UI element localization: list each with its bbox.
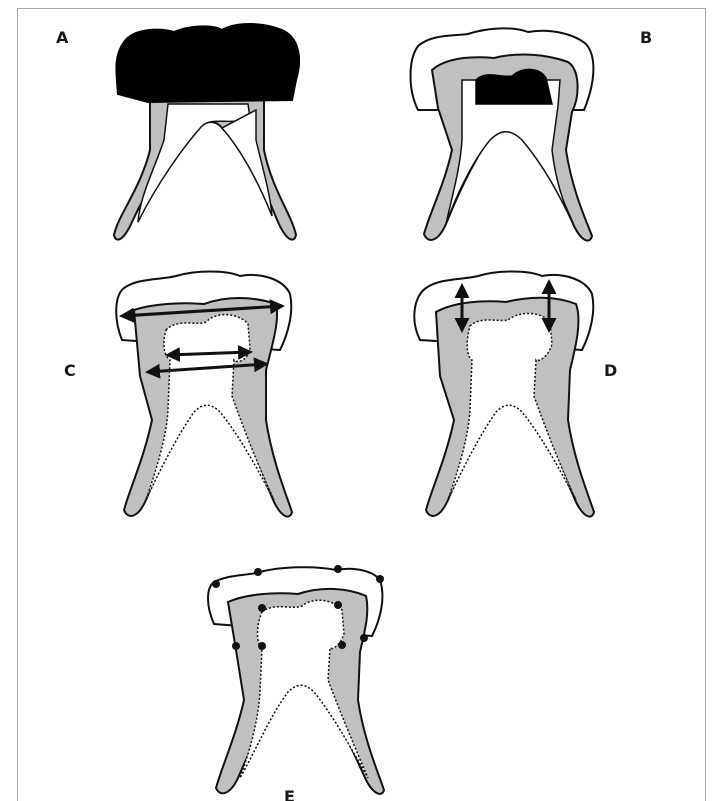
point-e-4 — [376, 575, 384, 583]
panel-label-b: B — [640, 30, 652, 46]
panel-label-d: D — [604, 363, 617, 379]
tooth-a — [114, 24, 299, 240]
point-e-7 — [232, 642, 240, 650]
point-e-2 — [254, 568, 262, 576]
point-e-10 — [360, 634, 368, 642]
point-e-9 — [338, 641, 346, 649]
tooth-b — [411, 28, 594, 240]
tooth-e — [208, 565, 384, 794]
tooth-c — [116, 272, 292, 517]
panel-label-e: E — [284, 789, 295, 801]
point-e-6 — [334, 601, 342, 609]
tooth-b-caries — [476, 69, 552, 104]
tooth-a-caries — [116, 24, 299, 102]
panel-label-c: C — [64, 363, 76, 379]
point-e-5 — [258, 604, 266, 612]
point-e-1 — [212, 580, 220, 588]
panel-label-a: A — [56, 30, 68, 46]
point-e-8 — [258, 642, 266, 650]
point-e-3 — [334, 565, 342, 573]
tooth-d — [414, 272, 594, 517]
